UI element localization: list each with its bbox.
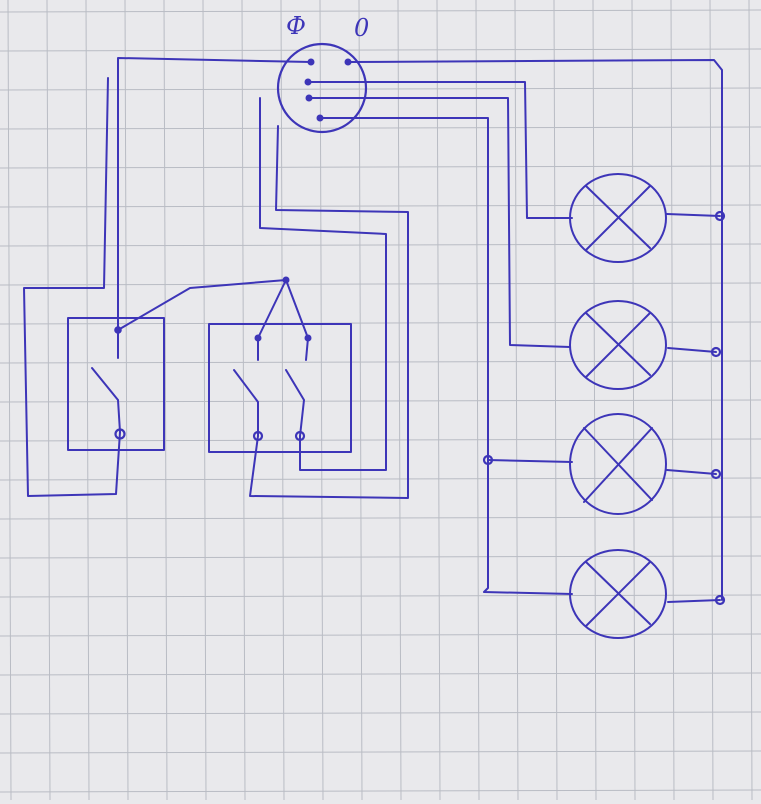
double-switch-box (208, 323, 352, 453)
grid-line-vertical (358, 0, 363, 801)
double-switch-contact-left (233, 337, 259, 437)
grid-line-vertical (202, 0, 207, 801)
grid-line-vertical (241, 0, 246, 801)
neutral-label: 0 (354, 14, 369, 42)
grid-line-horizontal (0, 360, 761, 364)
wire-to-lamp-3-4 (319, 117, 573, 595)
double-switch-left-bottom-terminal (252, 430, 264, 442)
grid-line-horizontal (0, 204, 761, 208)
junction-box-outline (276, 42, 368, 134)
grid-line-horizontal (0, 243, 761, 247)
grid-line-vertical (553, 0, 558, 801)
grid-line-horizontal (0, 594, 761, 598)
wire-switch-bridge (117, 279, 287, 331)
neutral-terminal-3 (710, 468, 722, 480)
lamp-4-cross (585, 561, 651, 627)
grid-line-vertical (7, 0, 12, 801)
grid-line-horizontal (0, 321, 761, 325)
grid-line-horizontal (0, 9, 761, 13)
wire-lamp-3-branch (487, 459, 573, 463)
grid-line-horizontal (0, 282, 761, 286)
grid-line-horizontal (0, 711, 761, 715)
grid-line-vertical (436, 0, 441, 801)
grid-line-vertical (397, 0, 402, 801)
neutral-rail-terminals (482, 210, 726, 606)
grid-line-horizontal (0, 126, 761, 130)
double-switch-left-top-terminal (254, 334, 262, 342)
grid-line-horizontal (0, 87, 761, 91)
grid-line-horizontal (0, 438, 761, 442)
single-switch-bottom-terminal (114, 428, 126, 440)
wires (23, 57, 723, 603)
wire-lamp-2-neutral (667, 347, 717, 353)
grid-line-vertical (46, 0, 51, 801)
lamp-4 (569, 549, 667, 639)
grid-line-horizontal (0, 633, 761, 637)
double-switch-contact-right (285, 337, 309, 437)
wire-lamp-3-neutral (666, 469, 717, 475)
grid-line-horizontal (0, 48, 761, 52)
wire-to-lamp-2 (308, 97, 571, 348)
double-switch-right-top-terminal (304, 334, 312, 342)
double-switch-feed (257, 279, 309, 339)
wire-to-lamp-1 (307, 81, 573, 219)
lamp-2-cross (585, 312, 651, 378)
lamp-4-icon (569, 549, 667, 639)
wire-phase-feed (117, 57, 312, 331)
double-switch-feed-terminal (282, 276, 290, 284)
lamp-2-icon (569, 300, 667, 390)
lamp-1-icon (569, 173, 667, 263)
grid-line-vertical (85, 0, 90, 801)
phase-label: Ф (286, 12, 306, 40)
single-switch-box (67, 317, 165, 451)
neutral-terminal-2 (710, 346, 722, 358)
grid-line-horizontal (0, 399, 761, 403)
wire-inner-loop-b (249, 125, 409, 499)
junction-box: Ф 0 (276, 12, 369, 134)
wire-lamp-4-neutral (667, 599, 721, 603)
grid-line-vertical (280, 0, 285, 801)
lamp-1 (569, 173, 667, 263)
wire-lamp-1-neutral (666, 213, 721, 217)
double-switch (208, 276, 352, 453)
single-switch (67, 317, 165, 451)
lamp-1-cross (585, 185, 651, 251)
wire-inner-loop-a (259, 97, 387, 471)
grid-line-vertical (163, 0, 168, 801)
wire-neutral (347, 59, 723, 601)
grid-line-vertical (475, 0, 480, 801)
lamp-2 (569, 300, 667, 390)
neutral-terminal-4 (714, 594, 726, 606)
grid-line-vertical (124, 0, 129, 801)
grid-line-vertical (514, 0, 519, 801)
grid-line-horizontal (0, 750, 761, 754)
single-switch-top-terminal (114, 326, 122, 334)
wire-outer-loop (23, 77, 121, 497)
neutral-terminal-1 (714, 210, 726, 222)
lamp-3 (569, 413, 667, 515)
lamp-3-icon (569, 413, 667, 515)
grid-line-horizontal (0, 672, 761, 676)
lamp-3-cross (583, 427, 653, 503)
double-switch-right-bottom-terminal (294, 430, 306, 442)
grid-line-horizontal (0, 789, 761, 793)
grid-line-horizontal (0, 165, 761, 169)
grid-line-horizontal (0, 477, 761, 481)
grid-line-horizontal (0, 516, 761, 520)
grid-line-vertical (319, 0, 324, 801)
grid-line-horizontal (0, 555, 761, 559)
branch-terminal (482, 454, 494, 466)
single-switch-contact (91, 329, 121, 433)
